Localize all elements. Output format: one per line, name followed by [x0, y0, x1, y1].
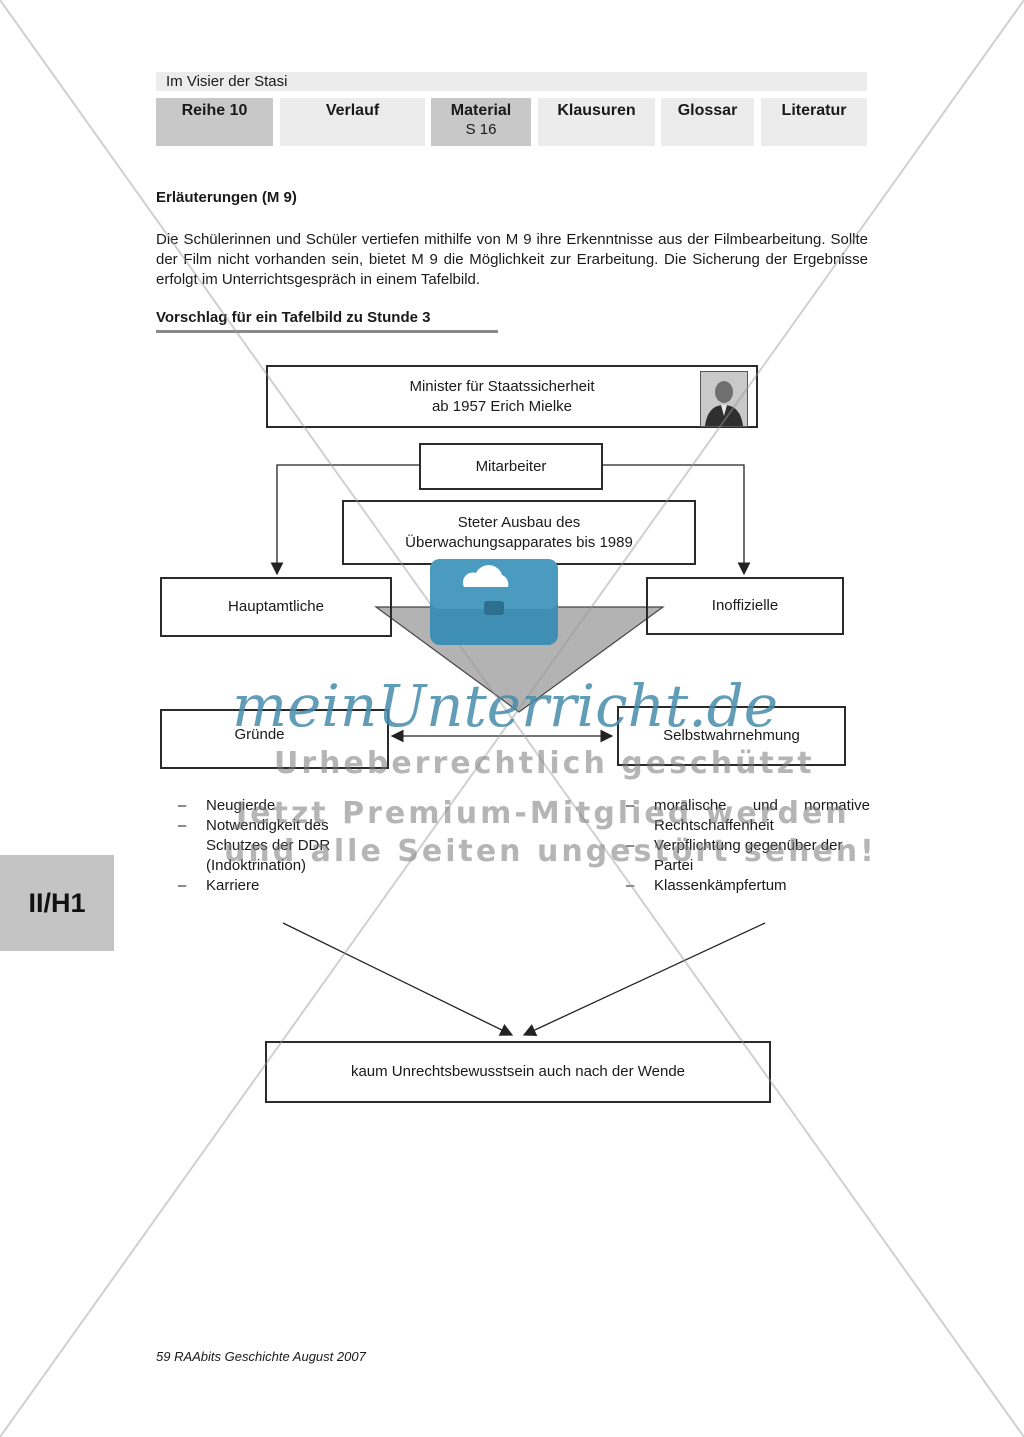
tab-literatur-label: Literatur	[781, 102, 847, 119]
connector-hauptamtliche	[270, 464, 419, 576]
briefcase-icon	[428, 553, 560, 647]
tab-klausuren-label: Klausuren	[557, 102, 636, 119]
tab-glossar[interactable]: Glossar	[661, 98, 754, 146]
series-title: Im Visier der Stasi	[156, 72, 867, 91]
result-box: kaum Unrechtsbewusstsein auch nach der W…	[265, 1041, 771, 1103]
minister-line2: ab 1957 Erich Mielke	[431, 397, 573, 415]
inoffizielle-label: Inoffizielle	[711, 597, 779, 614]
selbstwahrnehmung-label: Selbstwahrnehmung	[663, 727, 800, 744]
watermark-logo: meinUnterricht.de	[232, 672, 779, 740]
arrow-right-result	[522, 922, 766, 1036]
gruende-box: Gründe	[160, 709, 389, 769]
ausbau-line2: Überwachungsapparates bis 1989	[405, 533, 633, 551]
selbstwahrnehmung-list: moralische und normative Rechtschaffenhe…	[626, 796, 870, 896]
mielke-portrait	[700, 371, 748, 427]
watermark-line3: und alle Seiten ungestört sehen!	[224, 834, 877, 869]
tab-reihe[interactable]: Reihe 10	[156, 98, 273, 146]
connector-inoffizielle	[603, 464, 751, 576]
list-item: Karriere	[178, 876, 378, 896]
tab-literatur[interactable]: Literatur	[761, 98, 867, 146]
list-item: Verpflichtung gegenüber der Partei	[626, 836, 870, 876]
page-footer: 59 RAAbits Geschichte August 2007	[156, 1349, 366, 1364]
tab-verlauf[interactable]: Verlauf	[280, 98, 425, 146]
mitarbeiter-label: Mitarbeiter	[475, 457, 547, 475]
tab-material[interactable]: Material S 16	[431, 98, 531, 146]
tab-glossar-label: Glossar	[677, 102, 738, 119]
tab-reihe-label: Reihe 10	[181, 102, 248, 119]
selbstwahrnehmung-box: Selbstwahrnehmung	[617, 706, 846, 766]
section-side-tab: II/H1	[0, 855, 114, 951]
hauptamtliche-box: Hauptamtliche	[160, 577, 392, 637]
explanation-paragraph: Die Schülerinnen und Schüler vertiefen m…	[156, 231, 868, 288]
tab-klausuren[interactable]: Klausuren	[538, 98, 655, 146]
ausbau-line1: Steter Ausbau des	[457, 513, 581, 531]
section-heading: Erläuterungen (M 9)	[156, 189, 297, 206]
hauptamtliche-label: Hauptamtliche	[228, 598, 324, 615]
inoffizielle-box: Inoffizielle	[646, 577, 844, 635]
watermark-line2: Jetzt Premium-Mitglied werden	[236, 796, 850, 831]
minister-box: Minister für Staatssicherheit ab 1957 Er…	[266, 365, 758, 428]
heading-underline	[156, 330, 498, 333]
board-heading: Vorschlag für ein Tafelbild zu Stunde 3	[156, 309, 431, 326]
gruende-label: Gründe	[234, 726, 285, 743]
tab-material-page: S 16	[465, 121, 497, 138]
result-label: kaum Unrechtsbewusstsein auch nach der W…	[350, 1063, 686, 1080]
tab-verlauf-label: Verlauf	[325, 102, 380, 119]
list-item: moralische und normative Rechtschaffenhe…	[626, 796, 870, 836]
minister-line1: Minister für Staatssicherheit	[409, 377, 595, 395]
list-item: Klassenkämpfertum	[626, 876, 870, 896]
arrow-left-result	[282, 922, 514, 1036]
watermark-line1: Urheberrechtlich geschützt	[274, 746, 815, 781]
list-item: Notwendigkeit des Schutzes der DDR (Indo…	[178, 816, 378, 876]
list-item: Neugierde	[178, 796, 378, 816]
mitarbeiter-box: Mitarbeiter	[419, 443, 603, 490]
gruende-list: Neugierde Notwendigkeit des Schutzes der…	[178, 796, 378, 896]
tab-material-label: Material	[450, 102, 512, 119]
